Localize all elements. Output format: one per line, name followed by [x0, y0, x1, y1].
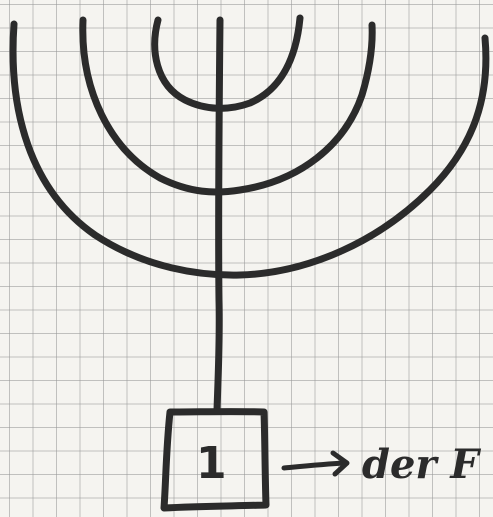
trailing-text: der F	[362, 441, 481, 488]
arrow-shaft	[284, 463, 345, 468]
inner-arm	[155, 18, 300, 108]
box-number: 1	[196, 438, 227, 489]
central-stem	[217, 20, 220, 410]
